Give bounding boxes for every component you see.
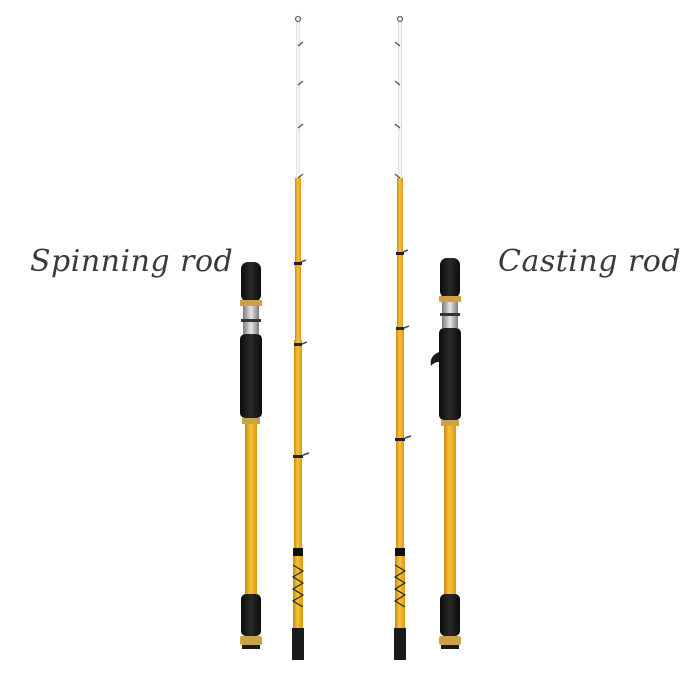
- casting-rod-label: Casting rod: [498, 244, 680, 279]
- spinning-gold-trim: [242, 418, 260, 424]
- casting-gold-trim: [441, 420, 459, 426]
- casting-reel-seat: [439, 328, 461, 420]
- spinning-rod-butt: [240, 262, 262, 649]
- casting-rod-tip: [393, 15, 412, 660]
- guide-icon: [297, 41, 304, 47]
- spinning-butt-cap: [240, 636, 262, 645]
- spinning-rod-tip: [291, 15, 310, 660]
- spinning-rod-label: Spinning rod: [30, 244, 234, 279]
- spinning-fore-grip: [241, 262, 261, 302]
- spinning-rear-grip: [241, 594, 261, 636]
- spinning-tip-white: [296, 18, 300, 178]
- casting-gold-ring: [439, 296, 461, 302]
- spinning-tip-blank: [295, 178, 301, 340]
- guide-icon: [294, 15, 302, 23]
- casting-fore-grip: [440, 258, 460, 298]
- spinning-reel-seat: [240, 334, 262, 418]
- casting-rod-butt: [430, 258, 461, 649]
- casting-butt-cap: [439, 636, 461, 645]
- casting-tip-white: [398, 18, 402, 178]
- casting-trigger: [430, 352, 439, 366]
- casting-rear-grip: [440, 594, 460, 636]
- casting-blank: [444, 426, 456, 594]
- spinning-gold-ring: [240, 300, 262, 306]
- spinning-blank: [245, 424, 257, 594]
